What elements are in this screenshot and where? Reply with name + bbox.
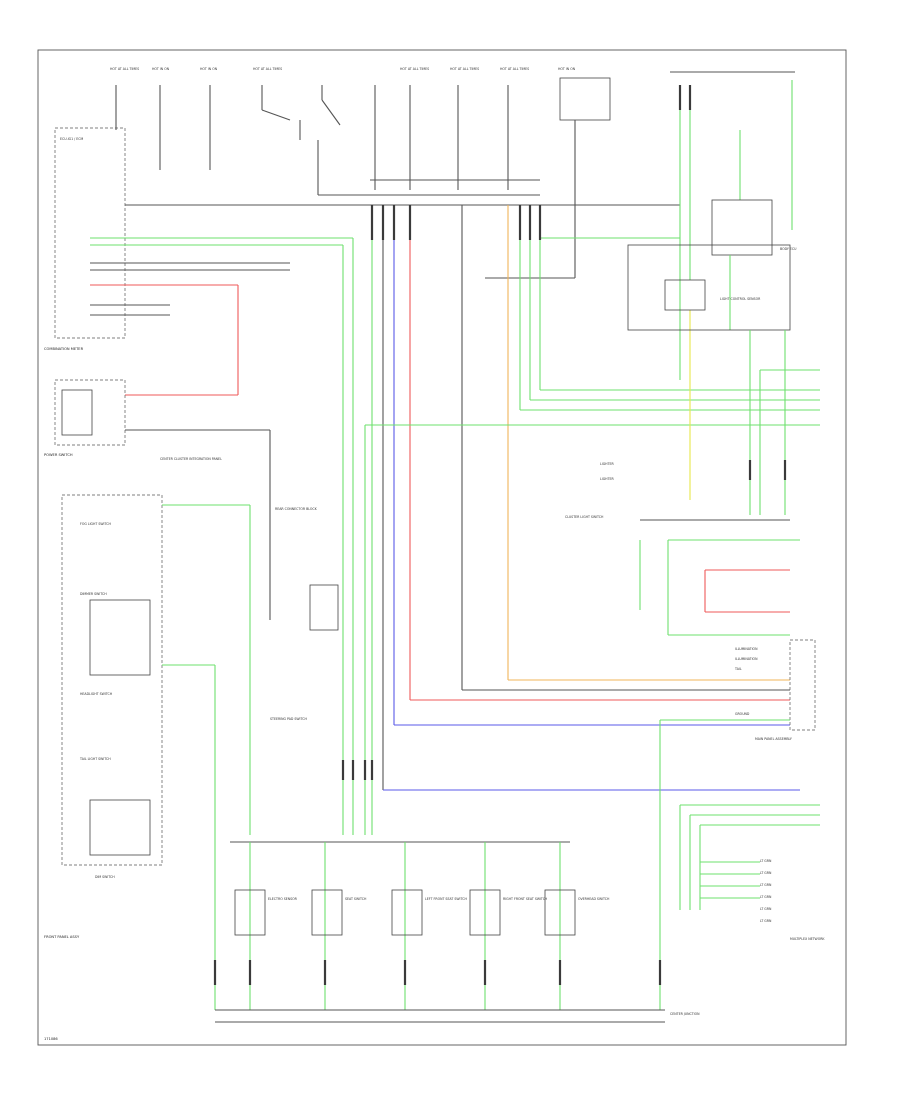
bottom-unit-4: [469, 889, 501, 936]
fuse-label-7: HOT AT ALL TIMES: [500, 67, 529, 71]
bottom-unit-4-label: RIGHT FRONT SEAT SWITCH: [503, 897, 548, 901]
right-terminal-6: LT GRN: [760, 919, 772, 923]
bottom-unit-2: [311, 889, 343, 936]
steering-switch: [309, 584, 339, 631]
fuse-label-2: HOT IN ON: [152, 67, 170, 71]
right-terminal-4: LT GRN: [760, 895, 772, 899]
main-panel-right-label: MAIN PANEL ASSEMBLY: [755, 737, 792, 741]
left-switch-4: TAIL LIGHT SWITCH: [79, 757, 111, 761]
fuse-feeds: HOT AT ALL TIMES HOT IN ON HOT IN ON HOT…: [110, 67, 576, 190]
right-panel-label-1: ILLUMINATION: [735, 647, 758, 651]
corner-code: 171086: [44, 1037, 58, 1041]
right-terminal-1: LT GRN: [760, 859, 772, 863]
mid-label-1: LIGHTER: [600, 462, 615, 466]
bottom-unit-5: [544, 889, 576, 936]
bottom-unit-2-label: SEAT SWITCH: [345, 897, 367, 901]
left-switch-3: HEADLIGHT SWITCH: [80, 692, 113, 696]
left-switch-1: FOG LIGHT SWITCH: [80, 522, 111, 526]
bottom-unit-1-label: ELECTRO SENSOR: [268, 897, 298, 901]
right-terminal-3: LT GRN: [760, 883, 772, 887]
front-switch-panel: [61, 494, 163, 866]
rear-block-label: REAR CONNECTOR BLOCK: [275, 507, 318, 511]
fuse-label-4: HOT AT ALL TIMES: [253, 67, 282, 71]
mid-label-2: LIGHTER: [600, 477, 615, 481]
steering-switch-label: STEERING PAD SWITCH: [270, 717, 307, 721]
right-terminal-2: LT GRN: [760, 871, 772, 875]
cluster-right-label: CLUSTER LIGHT SWITCH: [565, 515, 604, 519]
fuse-label-6: HOT AT ALL TIMES: [450, 67, 479, 71]
connector-marks: [213, 85, 787, 985]
light-sensor-label: LIGHT CONTROL SENSOR: [720, 297, 761, 301]
center-dash-label: CENTER CLUSTER INTEGRATION PANEL: [160, 457, 222, 461]
right-terminal-5: LT GRN: [760, 907, 772, 911]
right-panel-label-4: GROUND: [735, 712, 750, 716]
bottom-unit-5-label: OVERHEAD SWITCH: [578, 897, 610, 901]
bottom-unit-3: [391, 889, 423, 936]
main-panel-right: [789, 639, 816, 731]
fuse-label-3: HOT IN ON: [200, 67, 218, 71]
body-ecu-label: BODY ECU: [780, 247, 797, 251]
relay-box: [559, 77, 611, 121]
fuse-label-5: HOT AT ALL TIMES: [400, 67, 429, 71]
light-sensor: [664, 279, 706, 311]
left-switch-5: DIM SWITCH: [95, 875, 115, 879]
right-panel-label-3: TAIL: [734, 667, 742, 671]
bottom-unit-1: [234, 889, 266, 936]
fuse-label-1: HOT AT ALL TIMES: [110, 67, 139, 71]
diagram-frame: [37, 49, 847, 1046]
left-switch-2: DIMMER SWITCH: [80, 592, 107, 596]
power-switch-label: POWER SWITCH: [44, 453, 73, 457]
power-switch: [54, 379, 126, 446]
fuse-label-8: HOT IN ON: [558, 67, 576, 71]
ecu-top-label: ECU-IG1 / ECM: [60, 137, 84, 141]
ecu-top-left-label: COMBINATION METER: [44, 347, 84, 351]
bottom-ground-label: CENTER JUNCTION: [670, 1012, 700, 1016]
bottom-unit-3-label: LEFT FRONT SEAT SWITCH: [425, 897, 467, 901]
right-panel-label-2: ILLUMINATION: [735, 657, 758, 661]
body-ecu: [711, 199, 773, 256]
ecu-top-left: [54, 127, 126, 339]
front-switch-panel-label: FRONT PANEL ASSY: [44, 935, 80, 939]
multiplex-label: MULTIPLEX NETWORK: [790, 937, 825, 941]
